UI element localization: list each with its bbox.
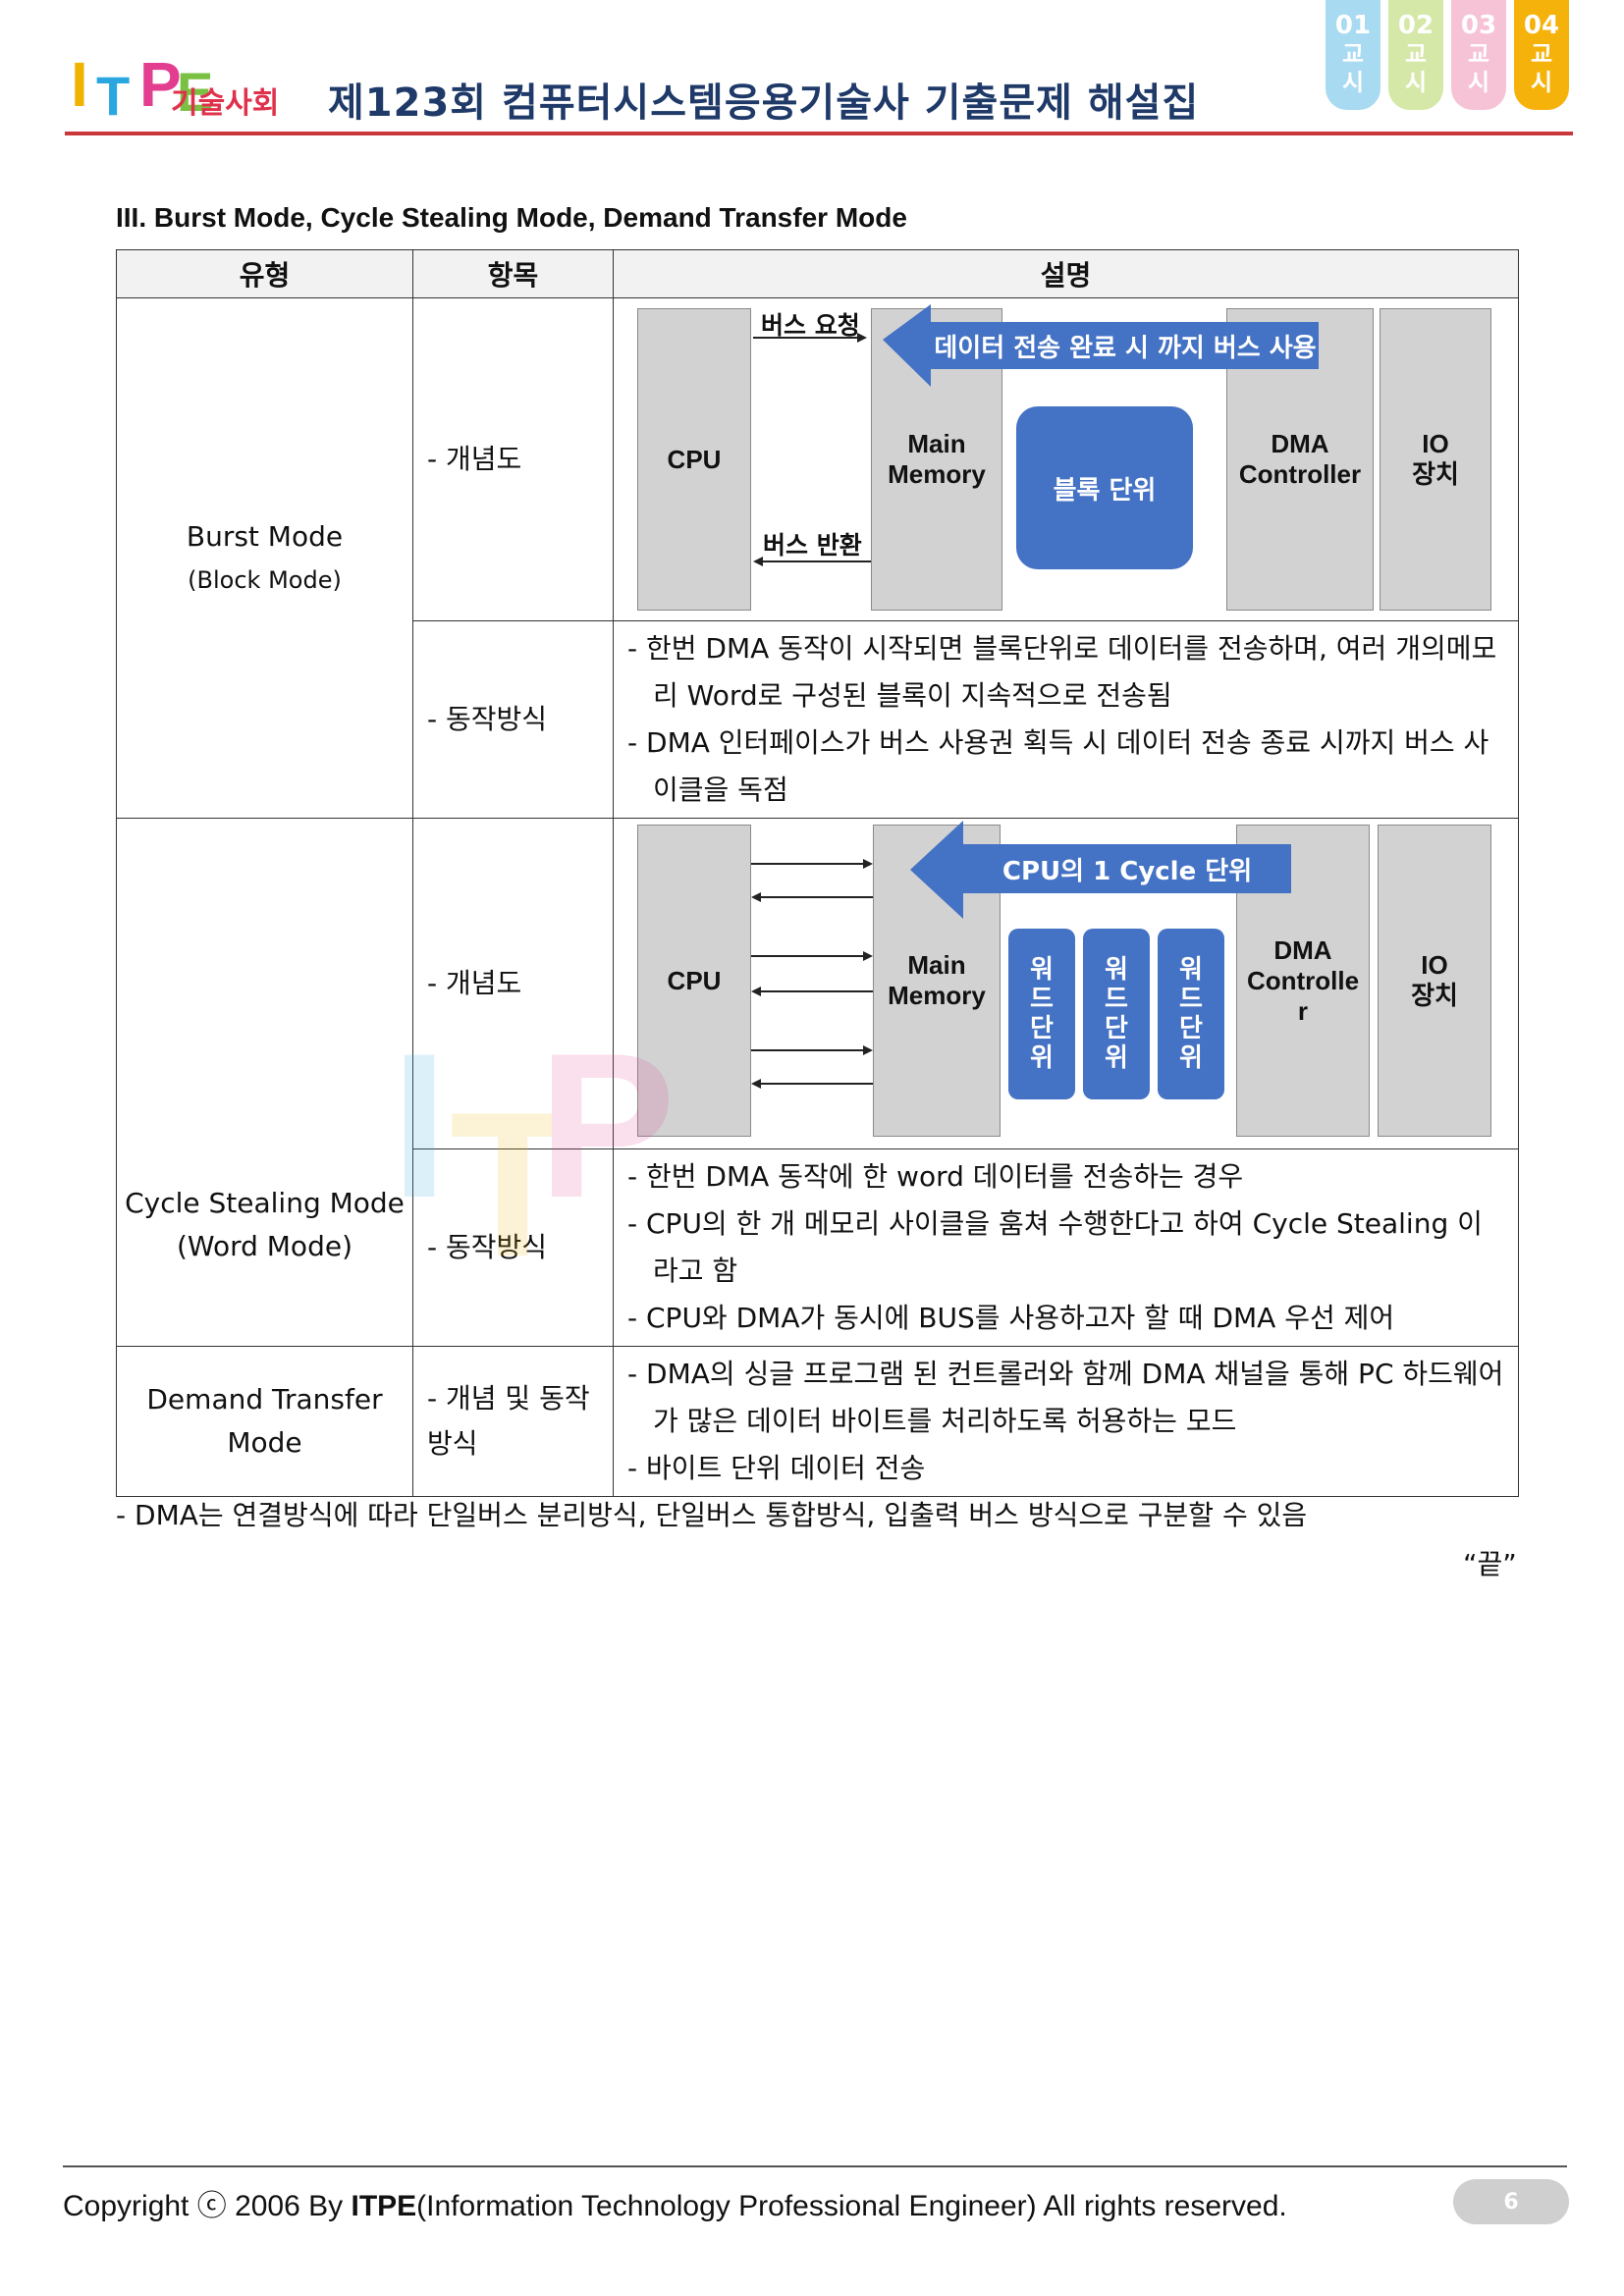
demand-type-sub: Mode <box>227 1426 302 1459</box>
end-mark: “끝” <box>1463 1548 1517 1580</box>
cycle-desc-1: - 한번 DMA 동작에 한 word 데이터를 전송하는 경우 <box>627 1160 1244 1193</box>
header-item: 항목 <box>412 249 614 298</box>
footer-divider <box>63 2165 1567 2167</box>
demand-desc-cell: - DMA의 싱글 프로그램 된 컨트롤러와 함께 DMA 채널을 통해 PC … <box>613 1346 1519 1497</box>
footer-brand: ITPE <box>351 2190 417 2222</box>
cycle-item-operation: - 동작방식 <box>412 1148 614 1347</box>
cycle-operation-row: - 동작방식 - 한번 DMA 동작에 한 word 데이터를 전송하는 경우 … <box>117 1148 1519 1347</box>
demand-row: Demand Transfer Mode - 개념 및 동작방식 - DMA의 … <box>116 1346 1519 1497</box>
cycle-type-sub: (Word Mode) <box>176 1229 352 1262</box>
cycle-arrowheads <box>751 859 873 1089</box>
copyright-footer: Copyright ⓒ 2006 By ITPE(Information Tec… <box>63 2181 1287 2224</box>
burst-desc-2: - DMA 인터페이스가 버스 사용권 획득 시 데이터 전송 종료 시까지 버… <box>627 726 1489 806</box>
connection-note: - DMA는 연결방식에 따라 단일버스 분리방식, 단일버스 통합방식, 입출… <box>116 1499 1308 1531</box>
logo-letter-e: E <box>177 61 214 123</box>
header-divider <box>65 132 1573 135</box>
bus-return-arrowhead <box>753 557 763 566</box>
logo-text: 기술사회 <box>171 86 280 121</box>
cycle-bus-lines <box>751 863 873 1085</box>
demand-type-name: Demand Transfer <box>146 1383 383 1415</box>
demand-desc-2: - 바이트 단위 데이터 전송 <box>627 1452 926 1484</box>
burst-desc-1: - 한번 DMA 동작이 시작되면 블록단위로 데이터를 전송하며, 여러 개의… <box>627 632 1497 712</box>
burst-desc-cell: - 한번 DMA 동작이 시작되면 블록단위로 데이터를 전송하며, 여러 개의… <box>613 620 1519 819</box>
footer-suffix: (Information Technology Professional Eng… <box>416 2190 1287 2222</box>
logo-letter-t: T <box>96 65 131 127</box>
dma-mode-table: 유형 항목 설명 Burst Mode (Block Mode) - 개념도 C… <box>116 249 1519 1497</box>
cycle-desc-2: - CPU의 한 개 메모리 사이클을 훔쳐 수행한다고 하여 Cycle St… <box>627 1207 1483 1287</box>
cycle-cpu-box: CPU <box>637 825 751 1137</box>
burst-cpu-box: CPU <box>637 308 751 611</box>
document-title: 제123회 컴퓨터시스템응용기술사 기출문제 해설집 <box>328 80 1200 126</box>
burst-type-name: Burst Mode <box>186 519 344 553</box>
footer-prefix: Copyright ⓒ 2006 By <box>63 2190 352 2222</box>
cycle-type-name: Cycle Stealing Mode <box>125 1186 405 1219</box>
page-number: 6 <box>1453 2179 1569 2224</box>
cycle-arrow-label: CPU의 1 Cycle 단위 <box>1001 856 1253 886</box>
burst-item-operation: - 동작방식 <box>412 620 614 819</box>
burst-operation-row: - 동작방식 - 한번 DMA 동작이 시작되면 블록단위로 데이터를 전송하며… <box>117 620 1519 819</box>
cycle-type-cell: Cycle Stealing Mode (Word Mode) <box>116 818 413 1347</box>
cycle-desc-3: - CPU와 DMA가 동시에 BUS를 사용하고자 할 때 DMA 우선 제어 <box>627 1302 1395 1334</box>
table-header-row: 유형 항목 설명 <box>116 249 1519 298</box>
demand-item: - 개념 및 동작방식 <box>412 1346 614 1497</box>
cycle-desc-cell: - 한번 DMA 동작에 한 word 데이터를 전송하는 경우 - CPU의 … <box>613 1148 1519 1347</box>
bus-return-label: 버스 반환 <box>763 531 862 560</box>
header-desc: 설명 <box>613 249 1519 298</box>
header-type: 유형 <box>116 249 413 298</box>
cycle-item-diagram: - 개념도 <box>412 818 614 1149</box>
logo-letter-i: I <box>71 49 88 120</box>
demand-desc-1: - DMA의 싱글 프로그램 된 컨트롤러와 함께 DMA 채널을 통해 PC … <box>627 1358 1504 1437</box>
logo-letter-p: P <box>139 49 182 120</box>
burst-type-cell: Burst Mode (Block Mode) <box>116 297 413 819</box>
bus-request-label: 버스 요청 <box>761 311 860 340</box>
block-unit-box: 블록 단위 <box>1016 406 1193 569</box>
burst-item-diagram: - 개념도 <box>412 297 614 621</box>
demand-type-cell: Demand Transfer Mode <box>116 1346 413 1497</box>
cycle-diagram-row: Cycle Stealing Mode (Word Mode) - 개념도 CP… <box>116 818 1519 1347</box>
section-title: III. Burst Mode, Cycle Stealing Mode, De… <box>116 202 907 233</box>
itpe-logo: I T P E 기술사회 <box>71 49 298 127</box>
burst-arrow-label: 데이터 전송 완료 시 까지 버스 사용 <box>934 333 1317 363</box>
burst-type-sub: (Block Mode) <box>188 565 342 594</box>
